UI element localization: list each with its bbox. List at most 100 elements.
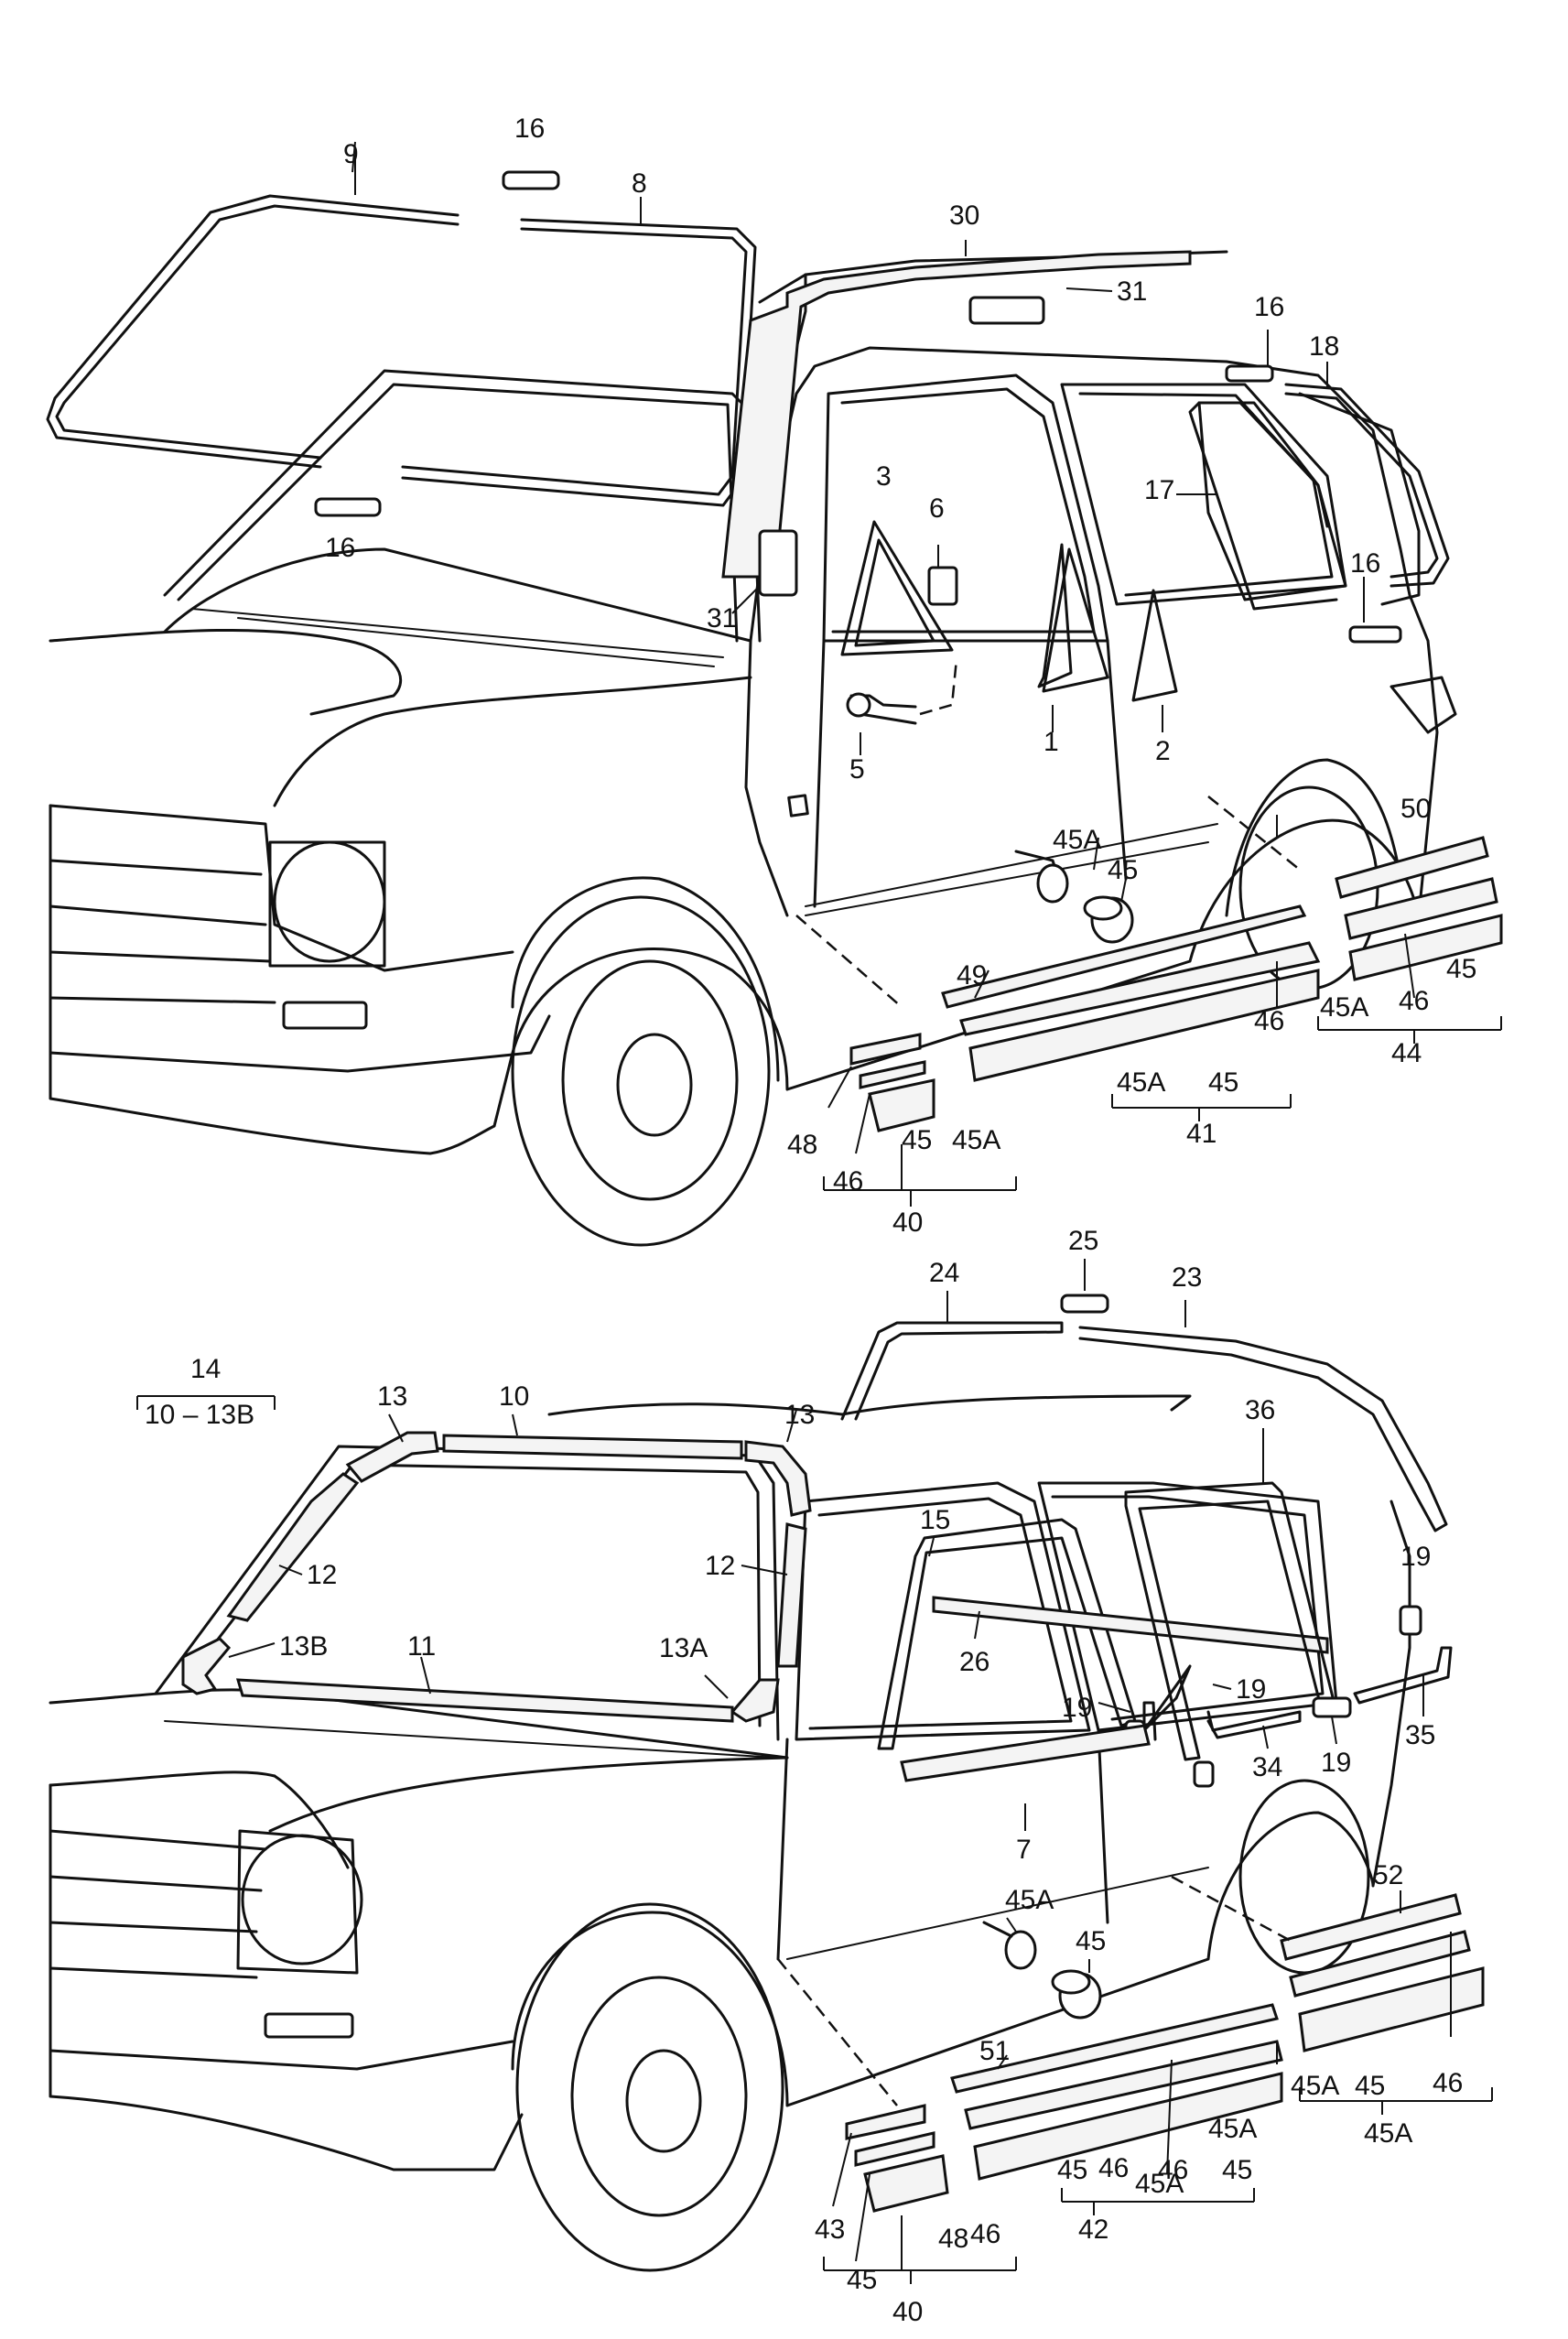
- part-2-triangle-glass: [1131, 589, 1178, 702]
- callout-label: 10: [499, 1381, 529, 1412]
- callout-label: 45: [1108, 855, 1138, 885]
- part-52-rear-moulding: [1280, 1893, 1462, 1961]
- callout-label: 19: [1236, 1674, 1266, 1705]
- callout-label: 50: [1400, 794, 1431, 824]
- callout-label: 48: [787, 1130, 817, 1160]
- part-41-door-moulding: [959, 941, 1321, 1036]
- callout-label: 34: [1252, 1752, 1282, 1782]
- callout-label: 12: [307, 1560, 337, 1590]
- callout-label: 45: [1222, 2155, 1252, 2185]
- bottom-leader-lines: [136, 1259, 1493, 2284]
- callout-label: 7: [1016, 1835, 1032, 1865]
- callout-label: 45: [902, 1125, 932, 1155]
- callout-label: 25: [1068, 1226, 1098, 1256]
- part-25-clip: [1060, 1294, 1109, 1314]
- callout-label: 16: [1254, 292, 1284, 322]
- part-19-clip-2: [1193, 1760, 1215, 1788]
- top-windscreen: [163, 369, 762, 643]
- callout-label: 5: [849, 754, 865, 785]
- callout-label: 2: [1155, 736, 1171, 766]
- part-12-pillar-trim-left: [226, 1472, 360, 1622]
- part-1-triangle-window: [1037, 543, 1073, 688]
- callout-label: 26: [959, 1647, 989, 1677]
- top-leader-lines: [351, 141, 1502, 1207]
- callout-label: 51: [979, 2036, 1010, 2066]
- callout-label: 30: [949, 200, 979, 231]
- part-13a-corner: [730, 1678, 780, 1723]
- part-3-triangle-trim: [854, 538, 935, 647]
- part-40-front-moulding: [859, 1060, 926, 1089]
- callout-label: 16: [1350, 548, 1380, 579]
- part-51-sill-moulding: [950, 2003, 1279, 2094]
- part-18-rear-trim: [1284, 392, 1439, 579]
- callout-label: 13: [377, 1381, 407, 1412]
- part-44-rear-moulding: [1344, 877, 1498, 940]
- callout-label: 24: [929, 1258, 959, 1288]
- top-rear-door-window: [1060, 383, 1347, 606]
- callout-label: 16: [325, 533, 355, 563]
- callout-label: 13: [784, 1400, 815, 1430]
- callout-label: 46: [1399, 986, 1429, 1016]
- bottom-car-view: [49, 1394, 1411, 2272]
- callout-label: 42: [1078, 2214, 1108, 2245]
- callout-label: 45A: [1208, 2114, 1257, 2144]
- callout-label: 46: [970, 2219, 1000, 2249]
- part-7-sill-strip: [900, 1724, 1151, 1782]
- part-50-rear-moulding: [1335, 836, 1489, 899]
- part-16-clip-roof-right: [1225, 364, 1274, 383]
- callout-label: 1: [1044, 727, 1059, 757]
- callout-label: 13A: [659, 1633, 708, 1663]
- callout-label: 45: [1076, 1926, 1106, 1956]
- callout-label: 18: [1309, 331, 1339, 362]
- top-parts: [46, 170, 1503, 1132]
- callout-label: 45: [1208, 1067, 1238, 1098]
- part-36-rear-door-frame: [1124, 1481, 1338, 1761]
- part-42-door-moulding: [964, 2040, 1283, 2130]
- callout-label: 45A: [1005, 1885, 1054, 1915]
- callout-label: 19: [1321, 1748, 1351, 1778]
- callout-label: 45A: [1291, 2071, 1339, 2101]
- bottom-rear-door-window: [1037, 1481, 1338, 1732]
- callout-label: 36: [1245, 1395, 1275, 1425]
- part-49-sill-moulding: [941, 904, 1307, 1009]
- bottom-front-wheel: [515, 1902, 784, 2272]
- part-48-front-moulding: [849, 1033, 922, 1066]
- callout-label: 45A: [952, 1125, 1000, 1155]
- part-15-door-frame: [877, 1518, 1137, 1750]
- callout-label: 48: [938, 2224, 968, 2254]
- part-34-trim: [1206, 1710, 1302, 1739]
- callout-label: 45: [1446, 954, 1476, 984]
- callout-label: 19: [1062, 1693, 1092, 1723]
- part-10-windscreen-top: [442, 1434, 743, 1460]
- callout-label: 45A: [1364, 2118, 1412, 2149]
- part-16-clip-top: [502, 170, 560, 190]
- callout-label: 15: [920, 1505, 950, 1535]
- group-label: 14: [190, 1354, 221, 1384]
- callout-label: 40: [892, 2297, 923, 2327]
- callout-label: 19: [1400, 1542, 1431, 1572]
- part-24-roof-drip-strip: [840, 1321, 1064, 1421]
- part-17-rear-window-trim: [1188, 401, 1338, 611]
- part-19-clip-3: [1312, 1696, 1352, 1718]
- callout-label: 8: [632, 168, 647, 199]
- callout-label: 46: [1158, 2155, 1188, 2185]
- part-13-corner-left: [345, 1431, 439, 1483]
- part-26-belt-moulding: [932, 1596, 1329, 1654]
- callout-label: 45A: [1135, 2169, 1184, 2199]
- part-11-windscreen-bottom: [235, 1678, 734, 1723]
- callout-label: 46: [1254, 1006, 1284, 1036]
- callout-label: 45: [847, 2265, 877, 2295]
- part-45a-clip-b: [1004, 1930, 1037, 1970]
- part-43-rear-moulding: [1289, 1930, 1471, 1998]
- callout-label: 9: [343, 139, 359, 169]
- callout-label: 43: [815, 2214, 845, 2245]
- part-8-windscreen-moulding: [401, 227, 748, 496]
- callout-label: 6: [929, 493, 945, 524]
- part-6-clip: [927, 566, 958, 606]
- callout-label: 16: [514, 114, 545, 144]
- part-9-windscreen-moulding: [55, 204, 460, 460]
- callout-label: 13B: [279, 1631, 328, 1662]
- callout-label: 11: [407, 1631, 436, 1662]
- part-40-front-moulding-b: [854, 2131, 935, 2167]
